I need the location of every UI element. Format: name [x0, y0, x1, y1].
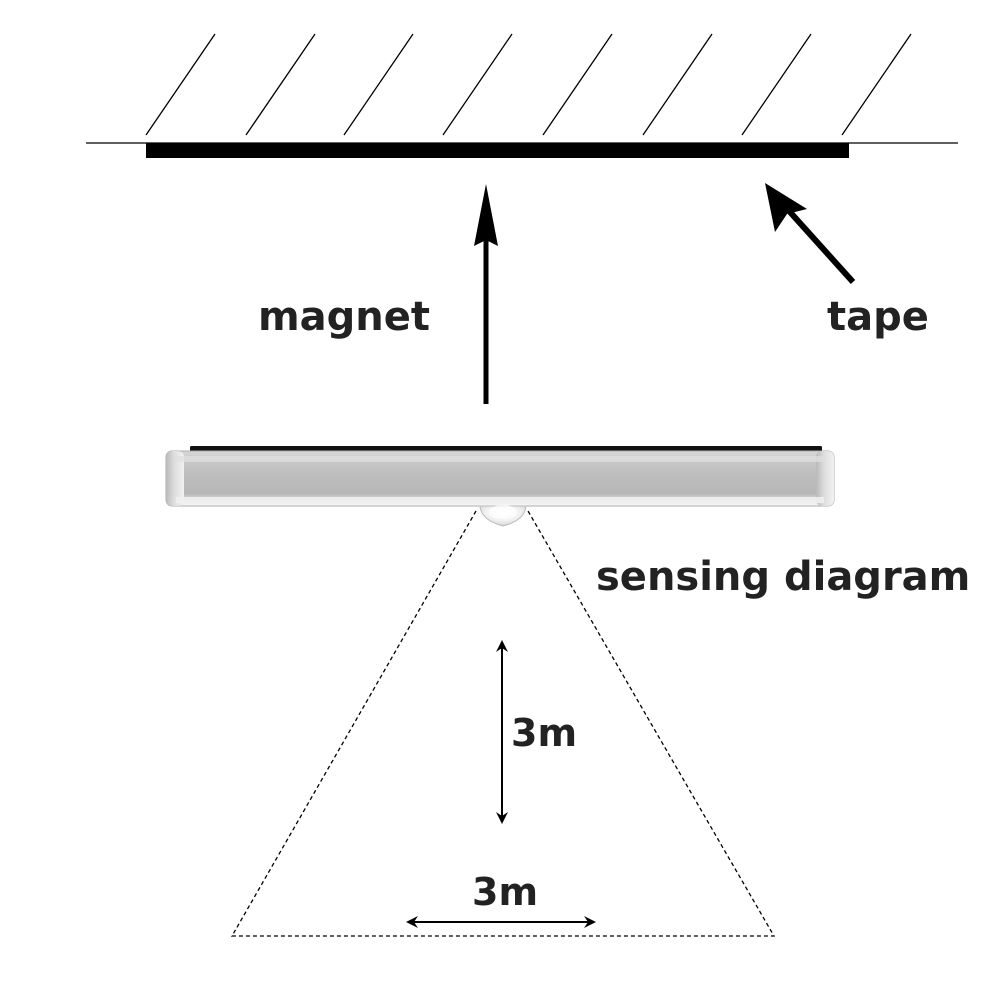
left-end-cap — [166, 451, 184, 506]
magnet-label: magnet — [258, 294, 430, 340]
sensing-diagram-label: sensing diagram — [596, 554, 970, 600]
tape-arrow — [765, 183, 856, 285]
magnet-arrow-head — [474, 184, 498, 246]
tape-arrow-shaft — [787, 209, 856, 285]
magnet-arrow — [474, 184, 498, 404]
hatch-line — [245, 33, 316, 136]
horizontal-range-indicator: 3m — [406, 870, 596, 928]
vertical-range-label: 3m — [511, 711, 577, 755]
wall-hatching — [145, 33, 912, 136]
hatch-line — [642, 33, 713, 136]
hatch-line — [741, 33, 812, 136]
hatch-line — [343, 33, 414, 136]
hatch-line — [841, 33, 912, 136]
hatch-line — [442, 33, 513, 136]
right-end-cap — [816, 451, 834, 506]
diffuser-edge — [176, 497, 824, 503]
sensing-cone-outline — [230, 510, 776, 937]
motion-sensor-light-bar — [165, 446, 835, 527]
tape-arrow-head — [765, 183, 807, 232]
tape-label: tape — [827, 294, 929, 340]
hatch-line — [542, 33, 613, 136]
hatch-line — [145, 33, 216, 136]
sensing-area — [230, 510, 776, 937]
horizontal-range-label: 3m — [472, 870, 538, 914]
wall-surface — [86, 33, 958, 158]
top-highlight — [176, 456, 824, 462]
adhesive-tape-strip — [146, 143, 849, 158]
sensor-highlight — [489, 505, 517, 519]
vertical-range-indicator: 3m — [496, 640, 577, 824]
